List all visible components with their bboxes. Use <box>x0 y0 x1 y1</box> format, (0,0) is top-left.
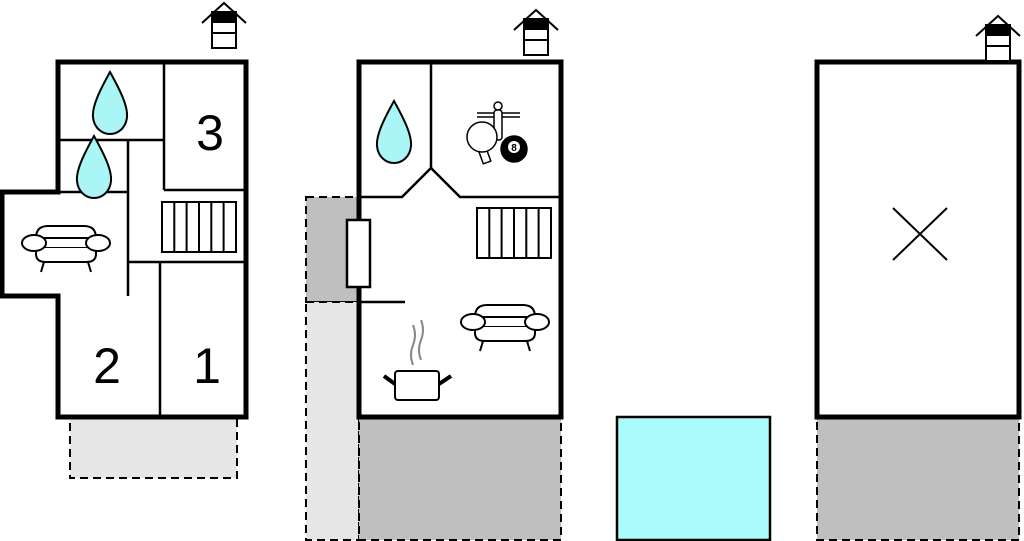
outer-wall <box>0 59 249 420</box>
terrace <box>305 301 360 541</box>
house-level-icon <box>975 15 1021 62</box>
floor-plan-3 <box>814 15 1022 541</box>
inner-walls <box>359 62 561 304</box>
inner-walls <box>58 62 246 417</box>
stairs-icon <box>161 201 237 253</box>
house-level-icon <box>201 2 247 49</box>
game-room-icon: 8 <box>466 101 528 165</box>
room-label-3: 3 <box>196 105 224 161</box>
terrace <box>69 416 238 479</box>
house-level-icon <box>513 9 559 56</box>
kitchen-pot-icon <box>382 319 453 401</box>
room-label-2: 2 <box>93 338 121 394</box>
open-space-cross-icon <box>892 207 948 261</box>
billiard-ball-number: 8 <box>511 143 517 154</box>
floor-plan-1: 3 2 1 <box>0 2 249 479</box>
room-label-1: 1 <box>193 338 221 394</box>
covered-terrace <box>816 416 1020 541</box>
floor-plan-2: 8 <box>305 9 564 541</box>
covered-terrace <box>358 416 562 541</box>
stairs-icon <box>476 207 552 259</box>
outer-wall <box>814 59 1022 420</box>
swimming-pool <box>615 415 772 541</box>
door <box>345 218 372 289</box>
